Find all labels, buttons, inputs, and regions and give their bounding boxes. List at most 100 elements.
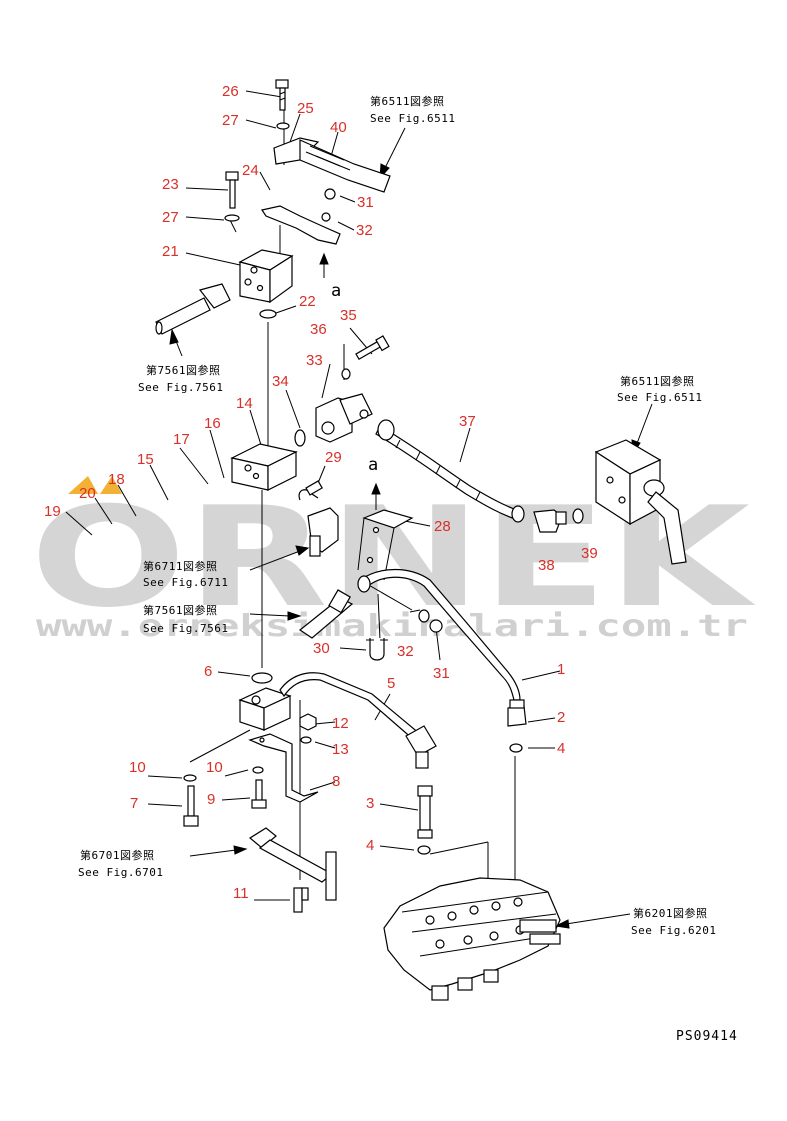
- elbow-6711: [307, 507, 339, 557]
- block-14: [230, 443, 298, 491]
- ref-6511-right-en: See Fig.6511: [617, 391, 702, 404]
- label-21: 21: [162, 243, 179, 260]
- bolt-7: [183, 785, 199, 827]
- fitting-2: [507, 699, 527, 727]
- pipe-6701: [248, 827, 337, 901]
- label-34: 34: [272, 373, 289, 390]
- label-9: 9: [207, 791, 215, 808]
- label-33: 33: [306, 352, 323, 369]
- label-38: 38: [538, 557, 555, 574]
- label-22: 22: [299, 293, 316, 310]
- watermark-url: www.orneksimakinalari.com.tr: [36, 609, 748, 644]
- elbow-38: [533, 509, 567, 533]
- parts: [155, 79, 687, 1001]
- ref-6511-top-jp: 第6511図参照: [370, 94, 445, 108]
- reference-arrows: [169, 127, 653, 929]
- pipe-3: [417, 785, 433, 839]
- label-10-right: 10: [206, 759, 223, 776]
- ref-7561-top-en: See Fig.7561: [138, 381, 223, 394]
- label-3: 3: [366, 795, 374, 812]
- part-labels: 1 2 3 4 4 5 6 7 8 9 10 10 11 12 13 14 15…: [44, 83, 598, 902]
- arrow-a-top: a: [331, 281, 341, 301]
- label-1: 1: [557, 661, 565, 678]
- ref-7561-top-jp: 第7561図参照: [146, 363, 221, 377]
- label-5: 5: [387, 675, 395, 692]
- label-17: 17: [173, 431, 190, 448]
- label-29: 29: [325, 449, 342, 466]
- label-4-right: 4: [557, 740, 565, 757]
- figure-references: 第6511図参照 See Fig.6511 第7561図参照 See Fig.7…: [78, 94, 716, 937]
- block-pipe-5: [238, 672, 437, 769]
- arrow-a-mid: a: [368, 455, 378, 475]
- label-10-left: 10: [129, 759, 146, 776]
- bolt-23: [225, 171, 239, 209]
- ref-6201-jp: 第6201図参照: [633, 906, 708, 920]
- ref-6511-top-en: See Fig.6511: [370, 112, 455, 125]
- label-15: 15: [137, 451, 154, 468]
- ref-7561-mid-en: See Fig.7561: [143, 622, 228, 635]
- label-20: 20: [79, 485, 96, 502]
- label-23: 23: [162, 176, 179, 193]
- flange-pipe-7561: [155, 283, 231, 335]
- ubolt-30: [366, 638, 388, 661]
- plate-40: [299, 139, 391, 193]
- label-13: 13: [332, 741, 349, 758]
- label-14: 14: [236, 395, 253, 412]
- label-2: 2: [557, 709, 565, 726]
- ref-7561-mid-jp: 第7561図参照: [143, 603, 218, 617]
- label-12: 12: [332, 715, 349, 732]
- label-27-top: 27: [222, 112, 239, 129]
- label-37: 37: [459, 413, 476, 430]
- label-40: 40: [330, 119, 347, 136]
- label-19: 19: [44, 503, 61, 520]
- ref-6701-en: See Fig.6701: [78, 866, 163, 879]
- label-32-mid: 32: [397, 643, 414, 660]
- label-28: 28: [434, 518, 451, 535]
- nut-31-mid: [429, 619, 443, 633]
- label-31-mid: 31: [433, 665, 450, 682]
- label-16: 16: [204, 415, 221, 432]
- oring-39: [572, 508, 584, 524]
- label-24: 24: [242, 162, 259, 179]
- watermark-accent-right: [100, 476, 122, 494]
- oring-34: [294, 429, 306, 447]
- ref-6711-jp: 第6711図参照: [143, 559, 218, 573]
- label-11: 11: [233, 885, 249, 902]
- ref-6711-en: See Fig.6711: [143, 576, 228, 589]
- leader-lines: [65, 90, 561, 901]
- washer-10-left: [183, 774, 197, 782]
- label-18: 18: [108, 471, 125, 488]
- bracket-8: [248, 733, 319, 803]
- pipe-7561-mid: [298, 589, 354, 639]
- label-7: 7: [130, 795, 138, 812]
- label-6: 6: [204, 663, 212, 680]
- washer-32-mid: [418, 609, 430, 623]
- bolt-26: [275, 79, 289, 111]
- fitting-29: [298, 480, 323, 501]
- block-6511-right: [594, 439, 687, 565]
- fitting-11: [293, 887, 309, 913]
- oring-4-left: [417, 845, 431, 855]
- control-valve-6201: [383, 877, 561, 1001]
- block-21: [238, 249, 294, 304]
- label-36: 36: [310, 321, 327, 338]
- washer-27-top: [276, 122, 290, 130]
- bracket-24: [261, 205, 341, 245]
- watermark-accent-left: [68, 476, 98, 494]
- washer-36: [341, 368, 351, 380]
- oring-22: [259, 309, 277, 319]
- label-32-top: 32: [356, 222, 373, 239]
- label-4-left: 4: [366, 837, 374, 854]
- ref-6201-en: See Fig.6201: [631, 924, 716, 937]
- label-26: 26: [222, 83, 239, 100]
- label-27-mid: 27: [162, 209, 179, 226]
- valve-33: [315, 393, 373, 443]
- hose-37: [375, 419, 525, 523]
- oring-4-right: [509, 743, 523, 753]
- washer-27-mid: [224, 214, 240, 222]
- bolt-9: [251, 779, 267, 809]
- ref-6511-right-jp: 第6511図参照: [620, 374, 695, 388]
- washer-10-right: [252, 766, 264, 774]
- nut-12: [299, 713, 317, 731]
